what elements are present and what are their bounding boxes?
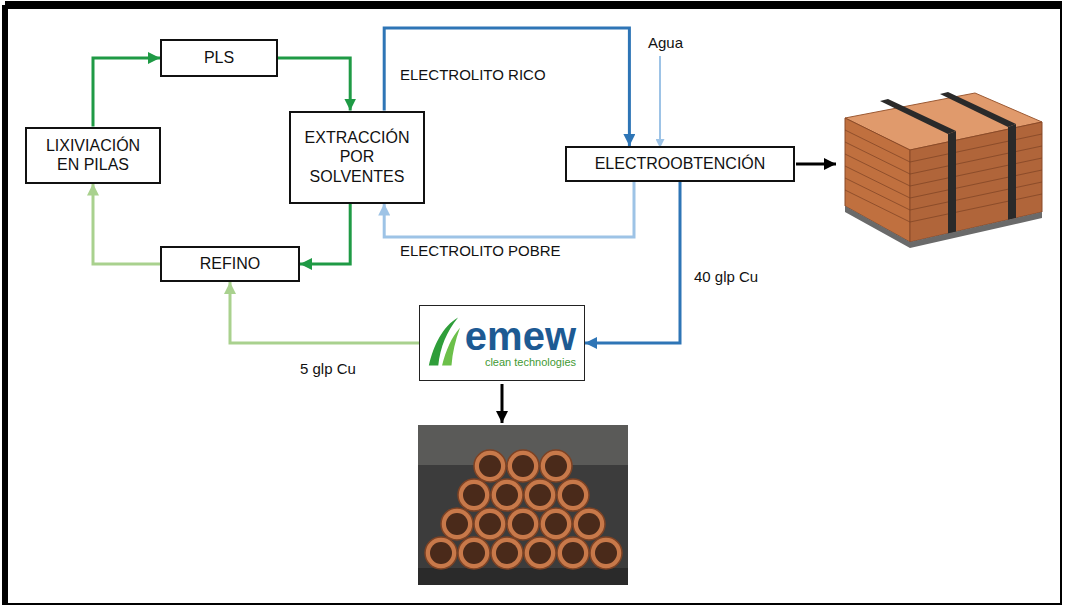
logo-box: emewclean technologies <box>419 305 585 381</box>
frame-left <box>2 5 8 605</box>
edge-label: ELECTROLITO POBRE <box>398 242 563 260</box>
process-box: REFINO <box>160 246 300 282</box>
text-stack: EXTRACCIÓN POR SOLVENTES <box>302 128 412 186</box>
text-stack: LIXIVIACIÓN EN PILAS <box>38 136 148 174</box>
copper-tubes-photo <box>418 425 628 585</box>
input-label: Agua <box>646 34 685 52</box>
water-arrow <box>659 56 661 148</box>
logo-text: emew <box>465 316 576 356</box>
cathode-stack <box>845 92 1042 248</box>
box-label: ELECTROOBTENCIÓN <box>595 154 766 173</box>
edge-label: ELECTROLITO RICO <box>398 66 548 84</box>
flow-connector <box>93 184 160 265</box>
flow-connector <box>93 58 160 127</box>
box-label: PLS <box>204 48 234 67</box>
box-label: EXTRACCIÓN POR SOLVENTES <box>302 128 412 186</box>
box-label: LIXIVIACIÓN EN PILAS <box>38 136 148 174</box>
edge-label: 40 glp Cu <box>692 268 760 286</box>
edge-label: 5 glp Cu <box>298 360 358 378</box>
product-arrow <box>501 384 504 423</box>
box-label: REFINO <box>200 254 260 273</box>
text-stack: PLS <box>204 48 234 67</box>
page-frame <box>6 6 1061 604</box>
logo-swoosh <box>426 314 460 368</box>
process-box: PLS <box>160 39 278 77</box>
text-stack: REFINO <box>200 254 260 273</box>
process-box: LIXIVIACIÓN EN PILAS <box>25 127 161 184</box>
text-stack: emewclean technologies <box>465 316 576 369</box>
flow-connector <box>300 204 350 265</box>
flow-connector <box>585 182 680 343</box>
process-box: ELECTROOBTENCIÓN <box>565 146 795 182</box>
product-arrow <box>796 163 836 166</box>
flow-connector <box>230 282 419 343</box>
logo-text: clean technologies <box>485 356 576 369</box>
text-stack: ELECTROOBTENCIÓN <box>595 154 766 173</box>
frame-top <box>5 1 1062 9</box>
flow-connector <box>278 58 350 111</box>
process-box: EXTRACCIÓN POR SOLVENTES <box>289 111 425 204</box>
